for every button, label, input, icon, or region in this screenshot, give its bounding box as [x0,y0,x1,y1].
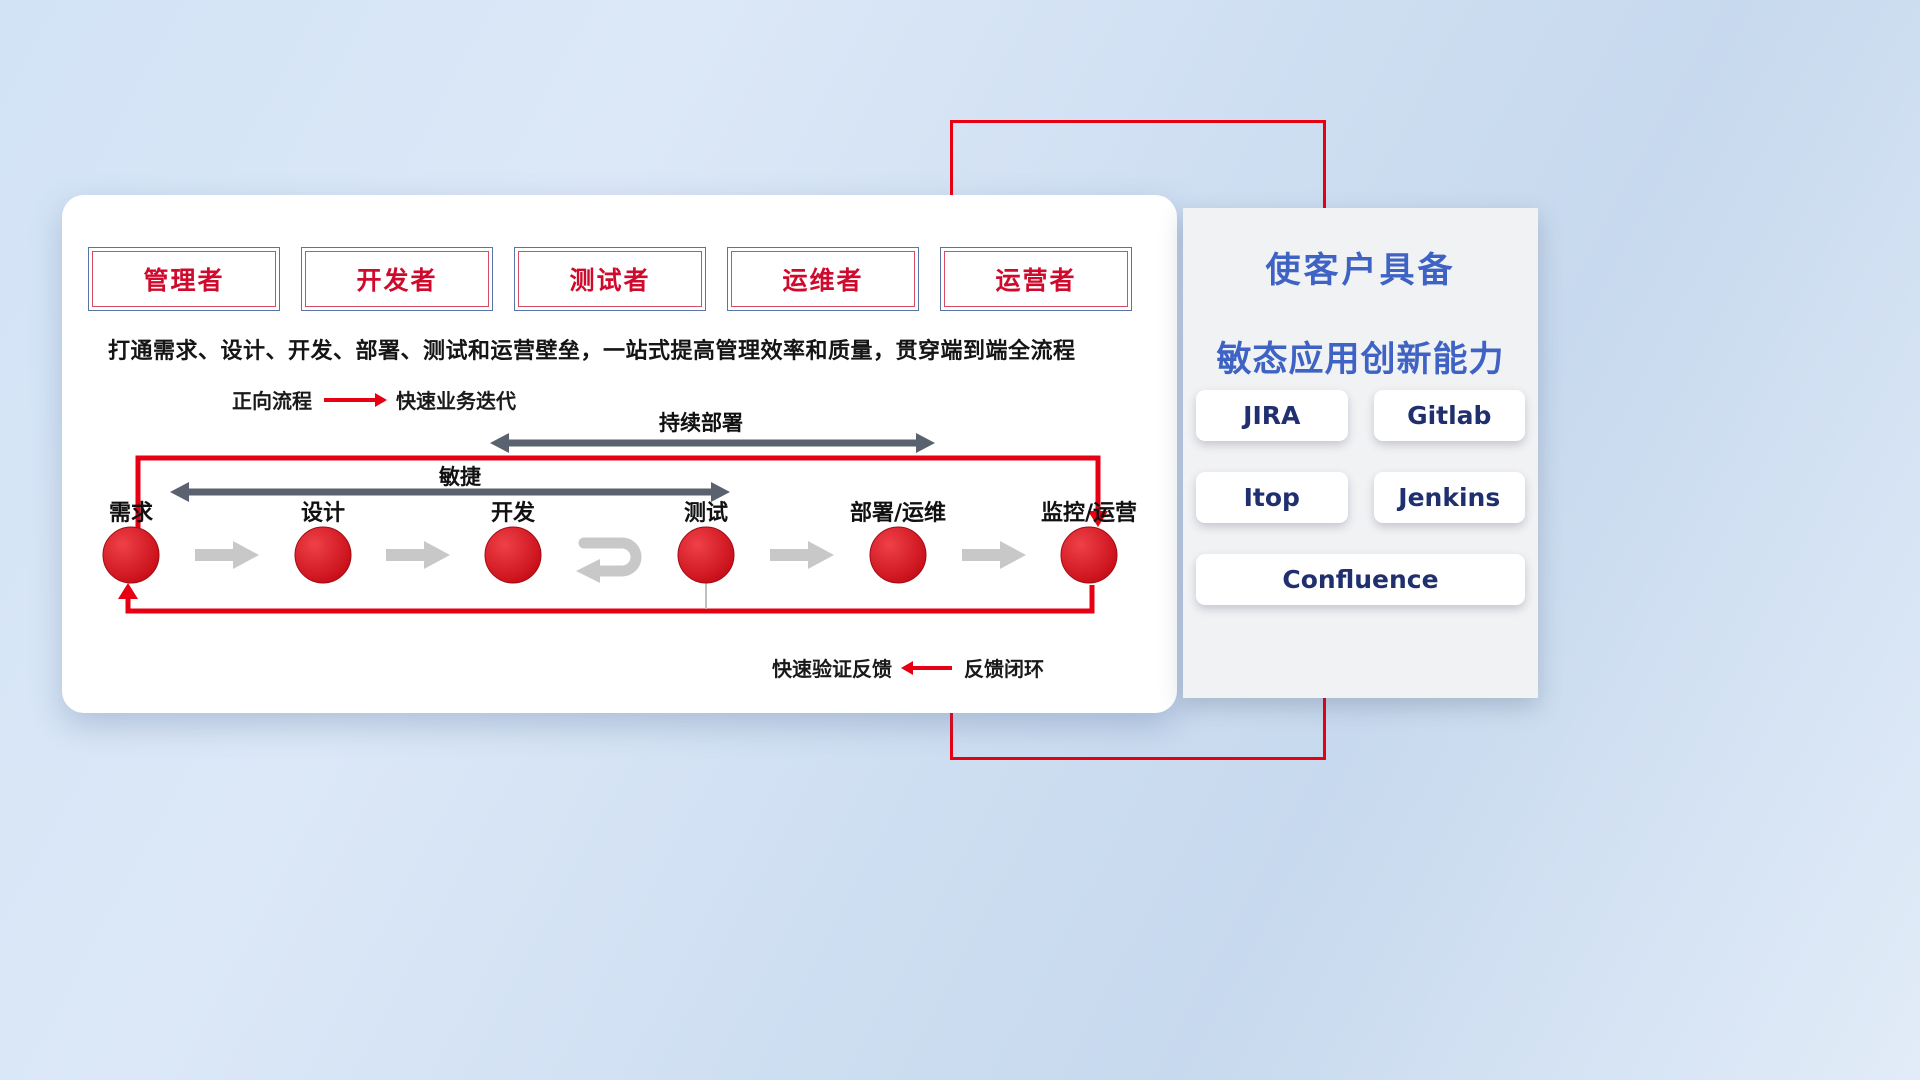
legend-forward-label: 正向流程 [232,389,312,413]
role-label: 开发者 [356,266,438,295]
feedback-arrow-icon [901,660,952,675]
agile-label: 敏捷 [439,465,481,489]
flow-node-circle [677,526,735,584]
role-label: 测试者 [569,266,651,295]
role-label: 管理者 [143,266,225,295]
role-box-developer: 开发者 [301,247,493,311]
process-subtitle: 打通需求、设计、开发、部署、测试和运营壁垒，一站式提高管理效率和质量，贯穿端到端… [108,339,1076,364]
node-label-design: 设计 [300,501,345,526]
devops-process-card: 管理者 开发者 测试者 运维者 运营者 打通需求、设计、开发、部署、测试和运营壁… [62,195,1177,713]
forward-arrow-icon [324,392,387,407]
role-box-manager: 管理者 [88,247,280,311]
panel-title-line2: 敏态应用创新能力 [1216,340,1505,380]
legend-feedback-label: 快速验证反馈 [772,657,892,681]
legend-forward: 正向流程 快速业务迭代 [232,385,516,414]
tool-grid: JIRA Gitlab Itop Jenkins Confluence [1196,390,1525,605]
tool-chip-gitlab: Gitlab [1373,390,1525,441]
node-label-develop: 开发 [490,501,535,526]
iterate-loop-icon [576,537,642,583]
flow-node-circle [484,526,542,584]
tool-chip-jira: JIRA [1196,390,1348,441]
tool-chip-jenkins: Jenkins [1373,472,1525,523]
capability-panel: 使客户具备 敏态应用创新能力 JIRA Gitlab Itop Jenkins … [1183,208,1538,698]
flow-node-circle [102,526,160,584]
tool-chip-confluence: Confluence [1196,554,1525,605]
flow-node-circle [1060,526,1118,584]
node-label-monitor-ops: 监控/运营 [1040,501,1138,526]
feedback-loop-line [118,583,1095,614]
legend-feedback-value: 反馈闭环 [964,657,1044,681]
node-label-deploy-ops: 部署/运维 [849,501,947,526]
role-label: 运维者 [782,266,864,295]
legend-forward-value: 快速业务迭代 [396,389,516,413]
legend-feedback: 快速验证反馈 反馈闭环 [772,653,1044,682]
role-box-ops: 运维者 [727,247,919,311]
continuous-deploy-label: 持续部署 [659,411,743,435]
flow-arrow-icon [962,541,1026,569]
role-label: 运营者 [995,266,1077,295]
role-box-tester: 测试者 [514,247,706,311]
role-box-operator: 运营者 [940,247,1132,311]
panel-title-line1: 使客户具备 [1265,251,1456,291]
flow-node-circle [869,526,927,584]
roles-row: 管理者 开发者 测试者 运维者 运营者 [88,247,1132,311]
panel-title: 使客户具备 敏态应用创新能力 [1183,242,1538,382]
flow-node-circle [294,526,352,584]
flow-arrow-icon [386,541,450,569]
node-label-test: 测试 [683,501,728,526]
tool-chip-itop: Itop [1196,472,1348,523]
flow-arrow-icon [195,541,259,569]
flow-arrow-icon [770,541,834,569]
node-label-demand: 需求 [108,501,153,526]
